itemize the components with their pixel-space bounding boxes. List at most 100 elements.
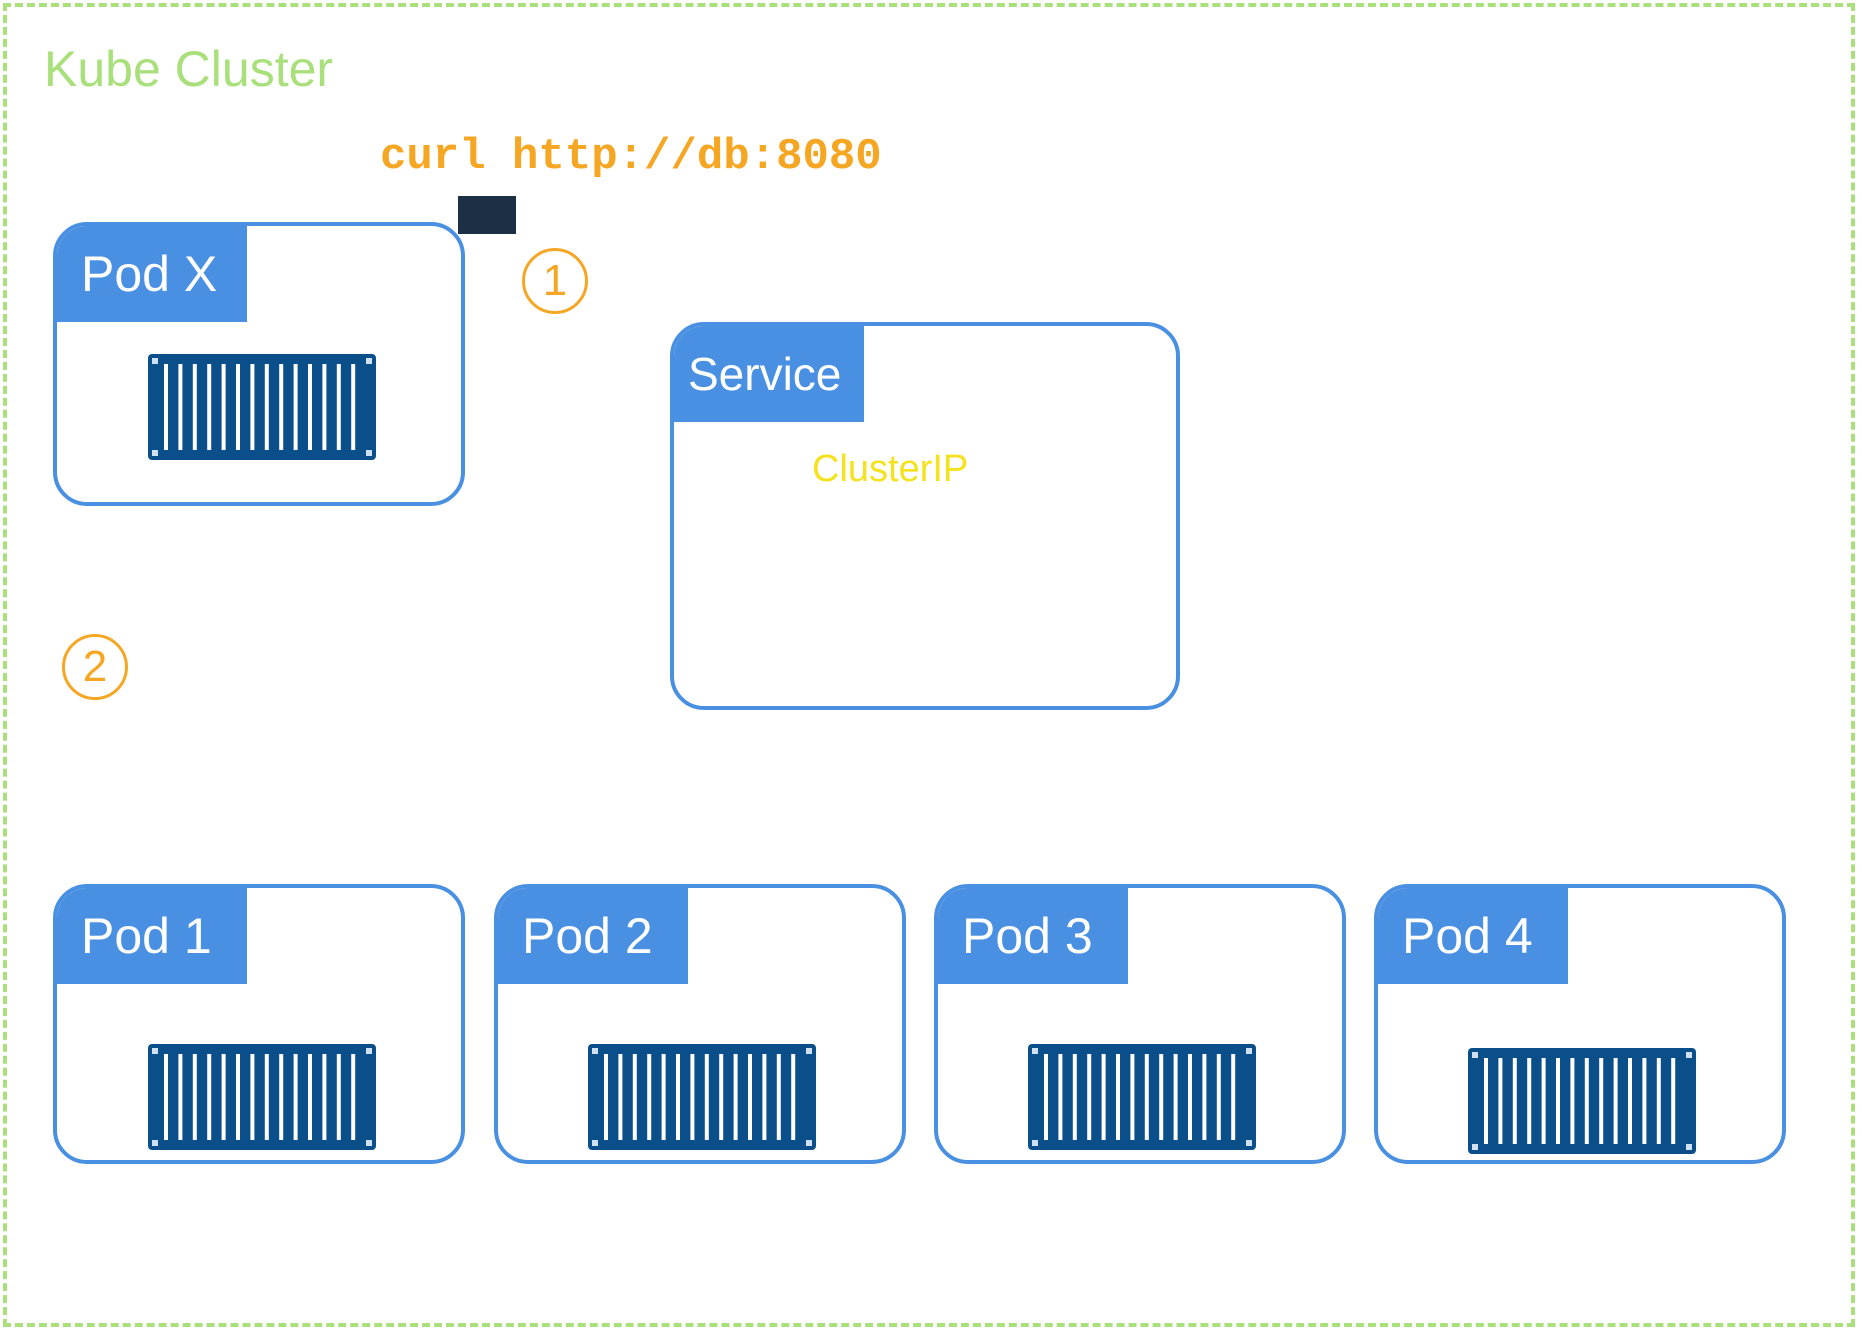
- container-rib: [1072, 1054, 1077, 1140]
- container-corner: [366, 450, 372, 456]
- container-rib: [1556, 1058, 1560, 1144]
- pod-1-title: Pod 1: [57, 888, 247, 984]
- cluster-title: Kube Cluster: [44, 41, 334, 97]
- container-rib: [1512, 1058, 1517, 1144]
- container-rib: [207, 364, 212, 450]
- container-rib: [676, 1054, 680, 1140]
- container-rib: [647, 1054, 652, 1140]
- container-rib: [1527, 1058, 1532, 1144]
- step-2-badge: 2: [62, 634, 128, 700]
- service-box: Service: [670, 322, 1180, 710]
- container-rib: [308, 364, 312, 450]
- service-title: Service: [674, 326, 864, 422]
- container-rib: [1656, 1058, 1661, 1144]
- container-rib: [1130, 1054, 1135, 1140]
- container-rib: [221, 364, 226, 450]
- container-rib: [1541, 1058, 1546, 1144]
- step-1-badge: 1: [522, 248, 588, 314]
- pod-4-title: Pod 4: [1378, 888, 1568, 984]
- container-rib: [733, 1054, 738, 1140]
- container-rib: [308, 1054, 312, 1140]
- container-rib: [192, 1054, 197, 1140]
- container-rib: [1101, 1054, 1106, 1140]
- container-ribs: [592, 1048, 812, 1146]
- container-rib: [762, 1054, 767, 1140]
- container-rib: [164, 1054, 168, 1140]
- container-corner: [1032, 1140, 1038, 1146]
- container-corner: [152, 1140, 158, 1146]
- container-corner: [592, 1048, 598, 1054]
- container-rib: [1173, 1054, 1178, 1140]
- container-rib: [748, 1054, 752, 1140]
- container-corner: [592, 1140, 598, 1146]
- container-corner: [1686, 1052, 1692, 1058]
- container-corner: [366, 358, 372, 364]
- container-rib: [1231, 1054, 1236, 1140]
- container-rib: [178, 364, 183, 450]
- container-rib: [1188, 1054, 1192, 1140]
- container-icon: [148, 1044, 376, 1150]
- container-rib: [1087, 1054, 1092, 1140]
- container-rib: [293, 364, 298, 450]
- container-corner: [366, 1140, 372, 1146]
- container-rib: [279, 364, 284, 450]
- container-rib: [192, 364, 197, 450]
- container-rib: [1484, 1058, 1488, 1144]
- container-rib: [236, 364, 240, 450]
- container-rib: [1498, 1058, 1503, 1144]
- container-corner: [152, 1048, 158, 1054]
- container-rib: [632, 1054, 637, 1140]
- container-icon: [1028, 1044, 1256, 1150]
- container-rib: [1058, 1054, 1063, 1140]
- container-rib: [1144, 1054, 1149, 1140]
- container-rib: [264, 1054, 269, 1140]
- container-corner: [806, 1048, 812, 1054]
- container-rib: [236, 1054, 240, 1140]
- container-rib: [250, 1054, 255, 1140]
- container-rib: [221, 1054, 226, 1140]
- container-rib: [1216, 1054, 1221, 1140]
- container-corner: [1246, 1140, 1252, 1146]
- container-rib: [776, 1054, 781, 1140]
- container-rib: [351, 1054, 356, 1140]
- container-ribs: [152, 1048, 372, 1146]
- container-rib: [791, 1054, 796, 1140]
- container-corner: [806, 1140, 812, 1146]
- container-rib: [178, 1054, 183, 1140]
- container-icon: [1468, 1048, 1696, 1154]
- container-icon: [588, 1044, 816, 1150]
- container-rib: [719, 1054, 724, 1140]
- container-corner: [1246, 1048, 1252, 1054]
- container-rib: [250, 364, 255, 450]
- container-rib: [164, 364, 168, 450]
- terminal-mark-icon: [458, 196, 516, 234]
- container-rib: [336, 1054, 341, 1140]
- container-ribs: [1032, 1048, 1252, 1146]
- container-rib: [322, 1054, 327, 1140]
- container-ribs: [1472, 1052, 1692, 1150]
- container-rib: [704, 1054, 709, 1140]
- container-rib: [1202, 1054, 1207, 1140]
- container-corner: [1472, 1144, 1478, 1150]
- pod-x-title: Pod X: [57, 226, 247, 322]
- container-corner: [1472, 1052, 1478, 1058]
- curl-command: curl http://db:8080: [380, 132, 882, 182]
- pod-3-title: Pod 3: [938, 888, 1128, 984]
- container-corner: [1032, 1048, 1038, 1054]
- container-rib: [661, 1054, 666, 1140]
- container-rib: [1584, 1058, 1589, 1144]
- container-rib: [1570, 1058, 1575, 1144]
- container-corner: [1686, 1144, 1692, 1150]
- container-rib: [1159, 1054, 1164, 1140]
- container-rib: [351, 364, 356, 450]
- container-rib: [336, 364, 341, 450]
- container-rib: [1599, 1058, 1604, 1144]
- container-rib: [264, 364, 269, 450]
- container-corner: [152, 450, 158, 456]
- container-corner: [152, 358, 158, 364]
- container-icon: [148, 354, 376, 460]
- cluster-ip-label: ClusterIP: [812, 448, 969, 490]
- container-rib: [279, 1054, 284, 1140]
- kube-cluster-border: [3, 3, 1855, 1327]
